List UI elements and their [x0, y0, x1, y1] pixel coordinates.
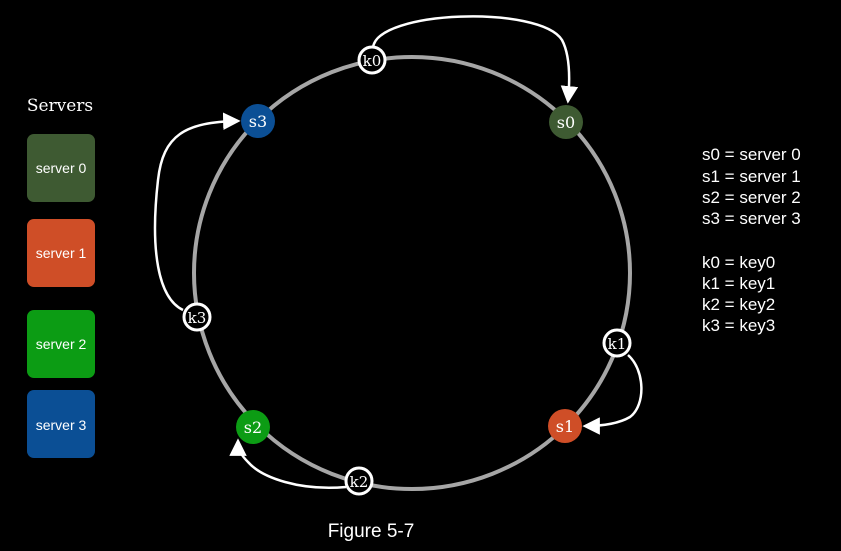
server-card-0-box: [27, 134, 95, 202]
node-s2: s2: [236, 410, 270, 444]
server-card-0: server 0: [27, 134, 95, 202]
key-k0-circle: [357, 45, 387, 75]
arrow-k0-to-s0: [371, 15, 579, 104]
key-k2-label: k2: [350, 473, 369, 491]
arrow-k2-to-s2: [229, 438, 347, 489]
node-s0-circle: [549, 105, 583, 139]
arrow-k1-to-s1: [582, 354, 643, 435]
key-k2: k2: [344, 466, 374, 496]
node-s0-label: s0: [557, 113, 575, 132]
node-s1-circle: [548, 409, 582, 443]
node-s1: s1: [548, 409, 582, 443]
server-card-1-box: [27, 219, 95, 287]
server-card-1: server 1: [27, 219, 95, 287]
servers-panel-title: Servers: [27, 96, 93, 116]
legend-server-1: s1 = server 1: [702, 167, 801, 186]
server-card-2-label: server 2: [36, 336, 87, 352]
key-k3-label: k3: [188, 309, 207, 327]
server-card-3-box: [27, 390, 95, 458]
server-card-1-label: server 1: [36, 245, 87, 261]
key-k3: k3: [182, 302, 212, 332]
node-s1-label: s1: [556, 417, 574, 436]
figure-caption: Figure 5-7: [328, 521, 415, 542]
legend-key-1: k1 = key1: [702, 274, 775, 293]
legend: s0 = server 0 s1 = server 1 s2 = server …: [702, 145, 801, 335]
legend-key-3: k3 = key3: [702, 316, 775, 335]
server-card-3-label: server 3: [36, 417, 87, 433]
key-mapping-arrows: [153, 15, 643, 489]
server-nodes: s0 s1 s2 s3: [236, 104, 583, 444]
node-s0: s0: [549, 105, 583, 139]
server-card-3: server 3: [27, 390, 95, 458]
legend-key-0: k0 = key0: [702, 253, 775, 272]
server-card-0-label: server 0: [36, 160, 87, 176]
key-k1-label: k1: [608, 335, 627, 353]
legend-server-2: s2 = server 2: [702, 188, 801, 207]
key-k3-circle: [182, 302, 212, 332]
server-card-2-box: [27, 310, 95, 378]
node-s3: s3: [241, 104, 275, 138]
node-s3-circle: [241, 104, 275, 138]
key-k1-circle: [602, 328, 632, 358]
key-k0: k0: [357, 45, 387, 75]
server-card-2: server 2: [27, 310, 95, 378]
legend-server-0: s0 = server 0: [702, 145, 801, 164]
key-k0-label: k0: [363, 52, 382, 70]
node-s2-label: s2: [244, 418, 262, 437]
key-markers: k0 k1 k2 k3: [182, 45, 632, 496]
hash-ring: [192, 55, 632, 491]
node-s3-label: s3: [249, 112, 267, 131]
key-k2-circle: [344, 466, 374, 496]
legend-key-2: k2 = key2: [702, 295, 775, 314]
legend-server-3: s3 = server 3: [702, 209, 801, 228]
node-s2-circle: [236, 410, 270, 444]
servers-panel: Servers server 0 server 1 server 2 serve…: [27, 96, 95, 458]
key-k1: k1: [602, 328, 632, 358]
arrow-k3-to-s3: [153, 112, 241, 312]
